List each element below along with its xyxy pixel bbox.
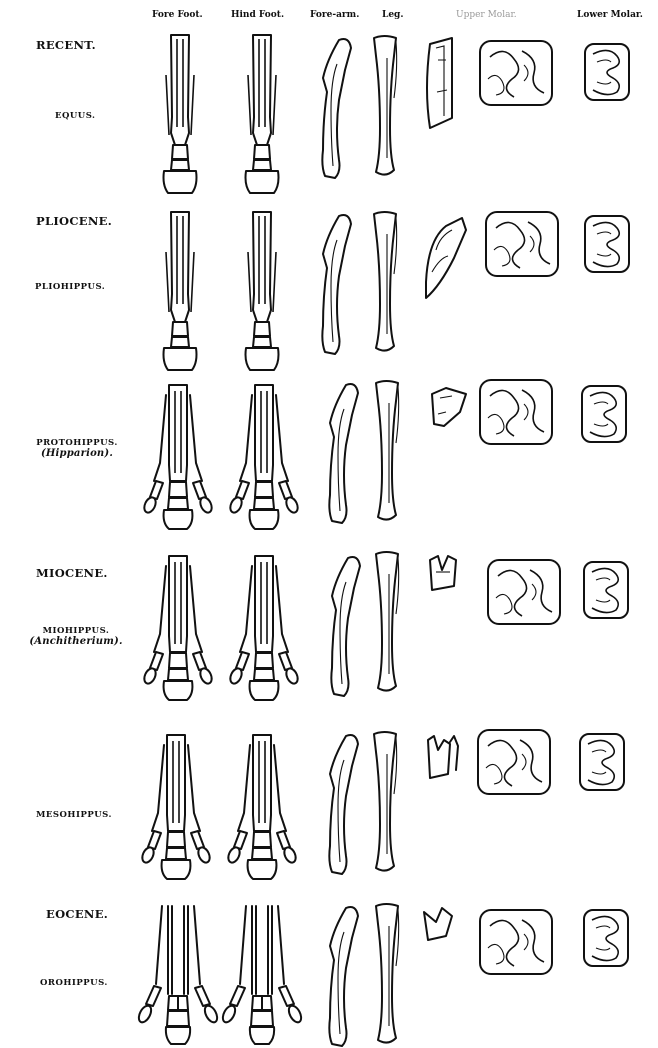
mesohippus-upper-tooth-side <box>428 736 458 778</box>
miohippus-fore-foot <box>142 556 214 700</box>
miohippus-lower-molar <box>584 562 628 618</box>
miohippus-upper-molar <box>488 560 560 624</box>
mesohippus-fore-arm <box>329 735 358 874</box>
protohippus-hind-foot <box>228 385 300 529</box>
mesohippus-fore-foot <box>140 735 212 879</box>
miohippus-leg <box>376 552 399 691</box>
protohippus-fore-foot <box>142 385 214 529</box>
equus-fore-arm <box>322 39 351 178</box>
equus-leg <box>374 36 397 175</box>
pliohippus-lower-molar <box>585 216 629 272</box>
mesohippus-upper-molar <box>478 730 550 794</box>
equus-lower-molar <box>585 44 629 100</box>
pliohippus-upper-molar <box>486 212 558 276</box>
equus-hind-foot <box>246 35 279 193</box>
protohippus-upper-tooth-side <box>432 388 466 426</box>
equus-fore-foot <box>164 35 197 193</box>
pliohippus-upper-tooth-side <box>426 218 466 298</box>
miohippus-upper-tooth-side <box>430 556 456 590</box>
orohippus-upper-molar <box>480 910 552 974</box>
mesohippus-lower-molar <box>580 734 624 790</box>
protohippus-leg <box>376 381 399 520</box>
mesohippus-hind-foot <box>226 735 298 879</box>
pliohippus-fore-foot <box>164 212 197 370</box>
pliohippus-hind-foot <box>246 212 279 370</box>
orohippus-fore-foot <box>136 906 219 1044</box>
orohippus-lower-molar <box>584 910 628 966</box>
mesohippus-leg <box>374 732 397 871</box>
miohippus-fore-arm <box>331 557 360 696</box>
protohippus-upper-molar <box>480 380 552 444</box>
pliohippus-fore-arm <box>322 215 351 354</box>
orohippus-upper-tooth-side <box>424 908 452 940</box>
protohippus-lower-molar <box>582 386 626 442</box>
orohippus-leg <box>376 904 399 1043</box>
orohippus-fore-arm <box>329 907 358 1046</box>
pliohippus-leg <box>374 212 397 351</box>
orohippus-hind-foot <box>220 906 303 1044</box>
equus-upper-molar <box>480 41 552 105</box>
miohippus-hind-foot <box>228 556 300 700</box>
protohippus-fore-arm <box>329 384 358 523</box>
equus-upper-tooth-side <box>427 38 452 128</box>
